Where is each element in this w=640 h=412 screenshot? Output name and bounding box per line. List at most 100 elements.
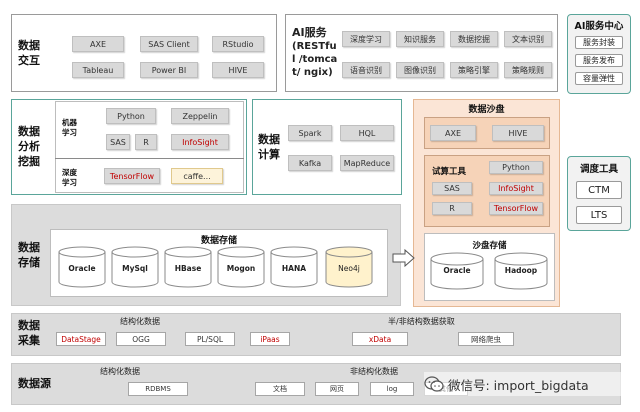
cylinder-icon [58, 246, 106, 288]
btn-text-recognition[interactable]: 文本识别 [504, 31, 552, 47]
watermark: 微信号: import_bigdata [424, 372, 624, 396]
section-data-compute [252, 99, 402, 195]
btn-data-mining[interactable]: 数据挖掘 [450, 31, 498, 47]
btn-plsql[interactable]: PL/SQL [185, 332, 235, 346]
db-mogon: Mogon [217, 246, 265, 288]
db-mysql: MySql [111, 246, 159, 288]
btn-caffe[interactable]: caffe... [171, 168, 223, 184]
cylinder-icon [217, 246, 265, 288]
ai-center-service-publish[interactable]: 服务发布 [575, 54, 623, 67]
sandbox-db-hadoop: Hadoop [494, 252, 548, 290]
label-data-source: 数据源 [18, 377, 51, 390]
scheduler-ctm[interactable]: CTM [576, 181, 622, 199]
btn-rdbms[interactable]: RDBMS [128, 382, 188, 396]
btn-strategy-rules[interactable]: 策略规则 [504, 62, 552, 78]
scheduler-title: 调度工具 [579, 164, 618, 175]
ai-service-header: AI服务 (RESTful /tomcat/ ngix) [292, 26, 338, 79]
section-data-collect [11, 313, 621, 356]
label-data-compute: 数据计算 [258, 133, 280, 161]
btn-image-recognition[interactable]: 图像识别 [396, 62, 444, 78]
source-structured-title: 结构化数据 [100, 367, 140, 376]
btn-strategy-engine[interactable]: 策略引擎 [450, 62, 498, 78]
btn-infosight[interactable]: InfoSight [171, 134, 229, 150]
btn-spark[interactable]: Spark [288, 125, 332, 141]
ai-center-capacity-elastic[interactable]: 容量弹性 [575, 72, 623, 85]
btn-power-bi[interactable]: Power BI [140, 62, 198, 78]
btn-xdata[interactable]: xData [352, 332, 408, 346]
ai-center-title: AI服务中心 [574, 21, 624, 32]
sandbox-db-hadoop-label: Hadoop [504, 266, 538, 275]
btn-tableau[interactable]: Tableau [72, 62, 124, 78]
btn-sandbox-infosight[interactable]: InfoSight [489, 182, 543, 195]
sandbox-title: 数据沙盘 [468, 105, 505, 115]
btn-web-crawler[interactable]: 网络爬虫 [458, 332, 514, 346]
cylinder-icon [270, 246, 318, 288]
btn-kafka[interactable]: Kafka [288, 155, 332, 171]
db-mogon-label: Mogon [226, 264, 256, 273]
ai-center-service-wrap[interactable]: 服务封装 [575, 36, 623, 49]
label-data-interaction: 数据交互 [18, 39, 40, 67]
btn-sandbox-tensorflow[interactable]: TensorFlow [489, 202, 543, 215]
watermark-text: 微信号: import_bigdata [448, 377, 589, 393]
btn-rstudio[interactable]: RStudio [212, 36, 264, 52]
db-oracle: Oracle [58, 246, 106, 288]
btn-ogg[interactable]: OGG [116, 332, 166, 346]
sandbox-db-oracle: Oracle [430, 252, 484, 290]
db-hana-label: HANA [281, 264, 307, 273]
db-oracle-label: Oracle [68, 264, 96, 273]
ai-service-title: AI服务 [292, 26, 327, 39]
btn-deep-learning[interactable]: 深度学习 [342, 31, 390, 47]
btn-sandbox-python[interactable]: Python [489, 161, 543, 174]
collect-structured-title: 结构化数据 [120, 317, 160, 326]
collect-semi-title: 半/非结构数据获取 [388, 317, 455, 326]
cylinder-icon [325, 246, 373, 288]
scheduler-lts[interactable]: LTS [576, 206, 622, 224]
storage-title: 数据存储 [200, 236, 237, 246]
btn-sas-client[interactable]: SAS Client [140, 36, 198, 52]
btn-r[interactable]: R [135, 134, 157, 150]
btn-hive[interactable]: HIVE [212, 62, 264, 78]
btn-sandbox-axe[interactable]: AXE [430, 125, 476, 141]
db-hbase-label: HBase [174, 264, 202, 273]
label-data-storage: 数据存储 [18, 241, 40, 269]
btn-python[interactable]: Python [106, 108, 156, 124]
db-hana: HANA [270, 246, 318, 288]
btn-axe[interactable]: AXE [72, 36, 124, 52]
sandbox-db-oracle-label: Oracle [443, 266, 471, 275]
label-data-collect: 数据采集 [18, 319, 40, 347]
btn-webpages[interactable]: 网页 [315, 382, 359, 396]
db-neo4j-label: Neo4j [338, 264, 360, 273]
btn-zeppelin[interactable]: Zeppelin [171, 108, 229, 124]
label-data-analysis: 数据分析挖掘 [18, 125, 40, 168]
btn-sandbox-r[interactable]: R [432, 202, 472, 215]
source-unstructured-title: 非结构化数据 [350, 367, 398, 376]
section-ai-service [285, 14, 558, 92]
cylinder-icon [164, 246, 212, 288]
cylinder-icon [494, 252, 548, 290]
db-neo4j: Neo4j [325, 246, 373, 288]
btn-sas[interactable]: SAS [106, 134, 130, 150]
btn-sandbox-sas[interactable]: SAS [432, 182, 472, 195]
section-data-interaction [11, 14, 277, 92]
arrow-right-icon [392, 248, 415, 268]
btn-mapreduce[interactable]: MapReduce [340, 155, 394, 171]
sandbox-storage-title: 沙盘存储 [472, 241, 507, 251]
btn-knowledge-service[interactable]: 知识服务 [396, 31, 444, 47]
label-deep-learning: 深度学习 [62, 168, 77, 187]
db-mysql-label: MySql [122, 264, 148, 273]
btn-speech-recognition[interactable]: 语音识别 [342, 62, 390, 78]
btn-datastage[interactable]: DataStage [56, 332, 106, 346]
btn-hql[interactable]: HQL [340, 125, 394, 141]
label-machine-learning: 机器学习 [62, 118, 77, 137]
analysis-divider [55, 158, 244, 159]
db-hbase: HBase [164, 246, 212, 288]
btn-log[interactable]: log [370, 382, 414, 396]
btn-tensorflow[interactable]: TensorFlow [104, 168, 160, 184]
btn-sandbox-hive[interactable]: HIVE [492, 125, 544, 141]
btn-ipaas[interactable]: iPaas [250, 332, 290, 346]
wechat-icon [424, 376, 444, 392]
ai-service-subtitle: (RESTful /tomcat/ ngix) [292, 41, 338, 78]
btn-documents[interactable]: 文档 [255, 382, 305, 396]
cylinder-icon [430, 252, 484, 290]
cylinder-icon [111, 246, 159, 288]
